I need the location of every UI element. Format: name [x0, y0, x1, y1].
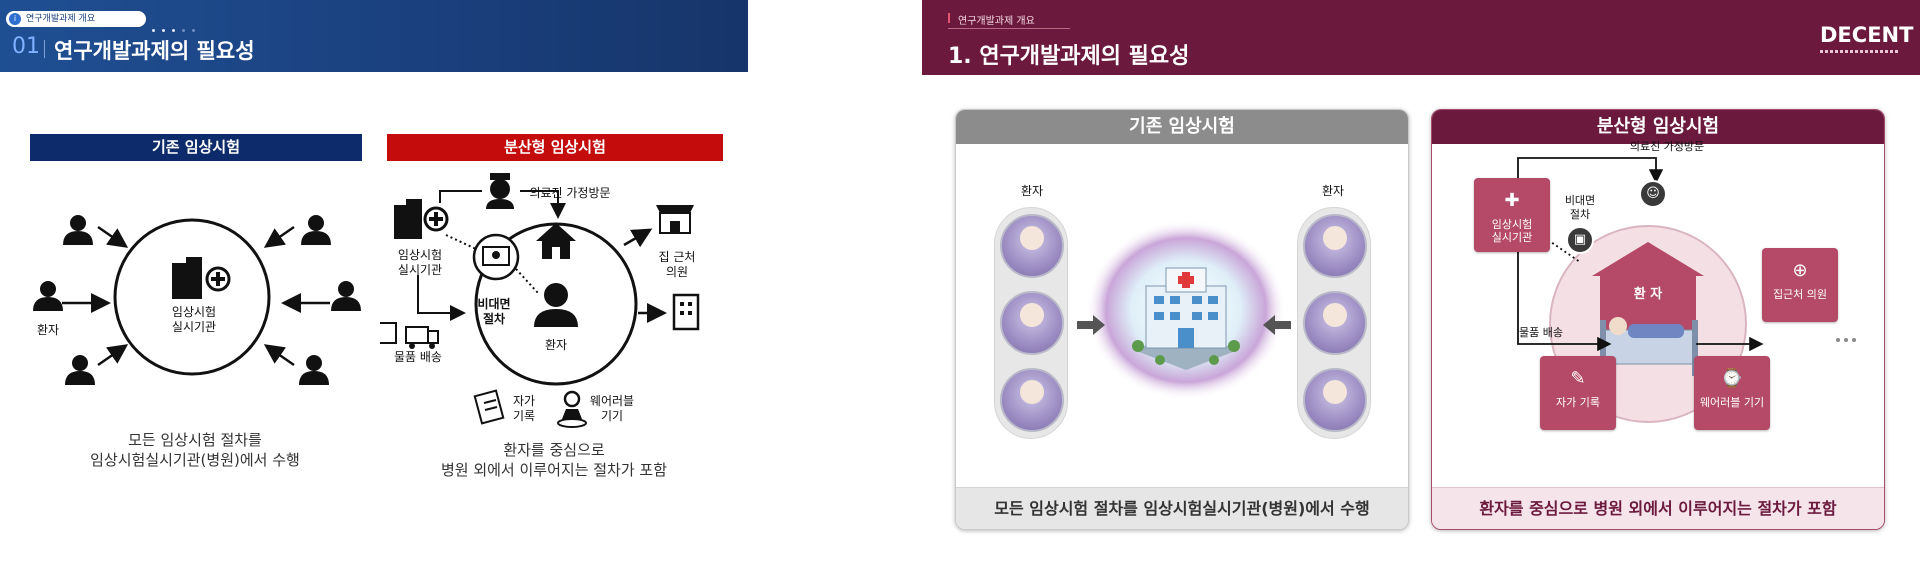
section-number: 01 [12, 34, 40, 59]
slide-header: 연구개발과제 개요 1. 연구개발과제의 필요성 DECENT [922, 0, 1920, 75]
institution-label: 임상시험 실시기관 [1491, 218, 1533, 244]
arrow-left-icon [1263, 315, 1291, 335]
arrow-right-icon [1077, 315, 1105, 335]
logo-tagline-graphic [1820, 50, 1900, 53]
clipboard-icon: ✎ [1570, 368, 1586, 389]
building-icon [672, 293, 700, 331]
conventional-caption: 모든 임상시험 절차를 임상시험실시기관(병원)에서 수행 [90, 431, 300, 469]
clinic-label: 집근처 의원 [1772, 288, 1828, 301]
watch-icon: ⌚ [1720, 368, 1744, 389]
wearable-label: 웨어러블 기기 [1699, 396, 1765, 409]
title-divider [44, 40, 45, 58]
page-dots [152, 17, 202, 36]
house-icon [1592, 242, 1704, 330]
person-icon [299, 355, 329, 385]
conventional-header: 기존 임상시험 [30, 134, 362, 161]
watch-icon [557, 390, 587, 428]
clinic-icon: ⊕ [1792, 260, 1808, 281]
patient-avatar [1000, 368, 1064, 432]
clipboard-icon [473, 389, 505, 425]
institution-box: ✚ 임상시험 실시기관 [1474, 178, 1550, 252]
remote-procedure-label: 비대면 절차 [477, 297, 511, 326]
slide-left: i 연구개발과제 개요 01 연구개발과제의 필요성 기존 임상시험 분산형 임… [0, 0, 748, 562]
person-icon [301, 215, 331, 245]
clinic-box: ⊕ 집근처 의원 [1762, 248, 1838, 322]
person-icon [33, 281, 63, 311]
self-record-label: 자가 기록 [1556, 396, 1600, 409]
patient-avatar [1303, 214, 1367, 278]
self-record-box: ✎ 자가 기록 [1540, 356, 1616, 430]
self-record-label: 자가 기록 [512, 394, 536, 423]
page-title: 1. 연구개발과제의 필요성 [948, 44, 1190, 69]
breadcrumb: i 연구개발과제 개요 [6, 11, 146, 27]
delivery-label: 물품 배송 [1519, 326, 1563, 339]
conventional-panel: 기존 임상시험 환자 환자 [955, 109, 1409, 530]
person-icon [331, 281, 361, 311]
decentralized-panel: 분산형 임상시험 ✚ 임상시험 실시기관 의료진 가정방문 ☺ 비대면 절차 [1431, 109, 1885, 530]
patient-group-left [994, 207, 1068, 439]
patient-label: 환 자 [1633, 287, 1663, 302]
patient-label-left: 환자 [1020, 184, 1044, 198]
person-icon [65, 355, 95, 385]
doctor-icon: ☺ [1639, 180, 1667, 208]
patient-avatar [1000, 291, 1064, 355]
decentralized-caption: 환자를 중심으로 병원 외에서 이루어지는 절차가 포함 [440, 441, 668, 479]
decentralized-header: 분산형 임상시험 [387, 134, 723, 161]
home-visit-label: 의료진 가정방문 [529, 186, 611, 200]
decentralized-diagram [380, 173, 700, 428]
institution-label: 임상시험 실시기관 [397, 248, 443, 277]
breadcrumb-underline [948, 28, 1070, 29]
hospital-illustration [1086, 220, 1286, 400]
breadcrumb-label: 연구개발과제 개요 [26, 14, 96, 24]
hospital-icon [172, 257, 231, 299]
truck-icon [380, 322, 439, 349]
panel-title: 기존 임상시험 [956, 110, 1408, 144]
wearable-label: 웨어러블 기기 [589, 394, 635, 423]
house-icon [536, 223, 576, 259]
page-title: 연구개발과제의 필요성 [54, 39, 255, 63]
home-visit-label: 의료진 가정방문 [1629, 140, 1705, 153]
wearable-box: ⌚ 웨어러블 기기 [1694, 356, 1770, 430]
breadcrumb-marker [948, 13, 950, 23]
clinic-label: 집 근처 의원 [658, 250, 696, 279]
center-institution-label: 임상시험 실시기관 [171, 305, 217, 334]
clinic-icon [656, 205, 694, 234]
monitor-icon: ▣ [1566, 226, 1594, 254]
patient-avatar [1000, 214, 1064, 278]
patient-avatar [1303, 291, 1367, 355]
patient-group-right [1297, 207, 1371, 439]
breadcrumb: 연구개발과제 개요 [958, 16, 1035, 27]
person-icon [63, 215, 93, 245]
panel-footer: 모든 임상시험 절차를 임상시험실시기관(병원)에서 수행 [956, 487, 1408, 529]
hospital-icon: ✚ [1504, 190, 1520, 211]
decent-logo: DECENT [1820, 23, 1914, 47]
hospital-icon [1132, 267, 1240, 370]
conventional-diagram [33, 215, 361, 385]
person-icon [534, 283, 578, 327]
info-icon: i [9, 13, 21, 25]
panel-footer: 환자를 중심으로 병원 외에서 이루어지는 절차가 포함 [1432, 487, 1884, 529]
nurse-icon [486, 173, 514, 209]
slide-right: 연구개발과제 개요 1. 연구개발과제의 필요성 DECENT 기존 임상시험 … [922, 0, 1920, 562]
patient-label: 환자 [544, 338, 568, 352]
remote-procedure-label: 비대면 절차 [1564, 194, 1596, 221]
delivery-label: 물품 배송 [394, 350, 442, 364]
monitor-icon [472, 233, 520, 281]
panel-title: 분산형 임상시험 [1432, 110, 1884, 144]
hospital-icon [394, 199, 449, 239]
patient-avatar [1303, 368, 1367, 432]
patient-label: 환자 [36, 323, 60, 337]
patient-label-right: 환자 [1321, 184, 1345, 198]
slide-header: i 연구개발과제 개요 01 연구개발과제의 필요성 [0, 0, 748, 72]
